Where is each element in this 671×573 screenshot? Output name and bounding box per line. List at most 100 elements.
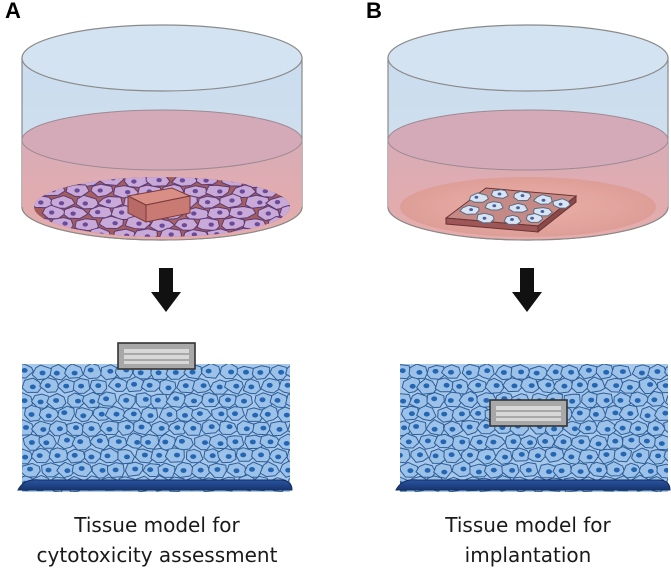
tissue-cell — [426, 364, 446, 380]
tissue-cell — [108, 435, 128, 450]
cell — [221, 216, 246, 231]
cell — [525, 213, 544, 223]
tissue-cell — [578, 449, 599, 464]
tissue-cell — [553, 433, 572, 450]
tissue-cell — [41, 462, 61, 478]
tissue-cell — [437, 406, 455, 423]
tissue-cell — [631, 447, 650, 465]
implant-embedded-b — [489, 399, 568, 427]
cell — [65, 184, 90, 198]
tissue-cell — [578, 364, 598, 380]
tissue-cell — [461, 364, 481, 380]
tissue-cell — [219, 364, 239, 380]
tissue-cell — [296, 406, 314, 421]
tissue-cell — [134, 448, 155, 464]
tissue-cell — [142, 463, 161, 478]
tissue-cell — [125, 432, 146, 449]
tissue-cell — [433, 433, 456, 449]
tissue-cell — [400, 393, 412, 408]
cell — [219, 193, 243, 209]
tissue-cell — [268, 420, 289, 437]
tissue-cell — [451, 460, 474, 478]
tissue-cell — [619, 379, 640, 394]
tissue-cell — [622, 462, 642, 479]
tissue-cell — [418, 434, 438, 450]
tissue-cell — [84, 448, 102, 464]
tissue-cell — [595, 364, 614, 380]
tissue-cell — [157, 462, 176, 478]
tissue-cell — [235, 447, 254, 462]
tissue-cell — [588, 405, 607, 422]
tissue-cell — [260, 377, 281, 394]
tissue-cell — [252, 421, 271, 436]
caption-a-line1: Tissue model for — [74, 513, 240, 537]
tissue-cell — [469, 405, 490, 421]
tissue-cell — [428, 448, 448, 464]
tissue-cell — [236, 365, 256, 381]
tissue-cell — [22, 433, 43, 451]
cell — [183, 229, 210, 237]
tissue-cell — [622, 433, 643, 450]
caption-b-line2: implantation — [464, 543, 592, 567]
tissue-cell — [124, 461, 144, 477]
tissue-cell — [97, 391, 117, 407]
tissue-cell — [654, 434, 668, 451]
implant-surface-a — [117, 342, 196, 370]
tissue-cell — [501, 462, 520, 479]
tissue-cell — [57, 378, 78, 394]
tissue-cell — [537, 463, 557, 479]
cell — [41, 204, 68, 220]
caption-a: Tissue model for cytotoxicity assessment — [7, 510, 307, 570]
tissue-cell — [484, 434, 506, 450]
tissue-cell — [173, 434, 194, 451]
cell — [552, 198, 571, 209]
tissue-cell — [91, 462, 112, 479]
tissue-cell — [613, 391, 633, 409]
tissue-cell — [656, 463, 668, 479]
tissue-cell — [279, 460, 290, 478]
tissue-cell — [74, 407, 94, 423]
tissue-cell — [504, 433, 523, 450]
tissue-cell — [183, 392, 204, 408]
tissue-cell — [461, 447, 480, 465]
tissue-cell — [606, 461, 625, 477]
tissue-cell — [638, 433, 657, 449]
tissue-cell — [613, 419, 635, 436]
tissue-cell — [89, 379, 108, 395]
tissue-cell — [48, 447, 69, 464]
tissue-cell — [259, 434, 281, 449]
tissue-cell — [611, 364, 632, 380]
cell — [132, 228, 158, 237]
tissue-cell — [117, 419, 137, 436]
tissue-cell — [251, 365, 271, 380]
tissue-cell — [164, 447, 185, 463]
tissue-cell — [458, 390, 479, 409]
tissue-cell — [618, 404, 639, 421]
tissue-cell — [425, 419, 445, 436]
tissue-cell — [67, 392, 87, 408]
tissue-cell — [519, 462, 539, 478]
tissue-cell — [469, 463, 488, 478]
tissue-cell — [208, 433, 230, 450]
tissue-cell — [22, 377, 42, 393]
cell — [158, 227, 183, 237]
tissue-cell — [201, 419, 222, 435]
tissue-cell — [400, 405, 420, 421]
tissue-cell — [82, 364, 103, 380]
tissue-cell — [400, 364, 412, 380]
tissue-cell — [664, 365, 668, 377]
tissue-cell — [259, 461, 280, 478]
tissue-cell — [150, 447, 170, 464]
tissue-cell — [234, 392, 253, 409]
tissue-cell — [461, 420, 481, 436]
tissue-cell — [30, 447, 53, 464]
tissue-cell — [570, 406, 592, 422]
cell — [503, 214, 522, 225]
tissue-cell — [604, 405, 625, 421]
tissue-cell — [56, 461, 76, 479]
tissue-cell — [578, 420, 599, 435]
tissue-cell — [638, 462, 660, 479]
cell — [259, 229, 284, 237]
tissue-cell — [191, 407, 212, 423]
tissue-cell — [254, 392, 274, 409]
